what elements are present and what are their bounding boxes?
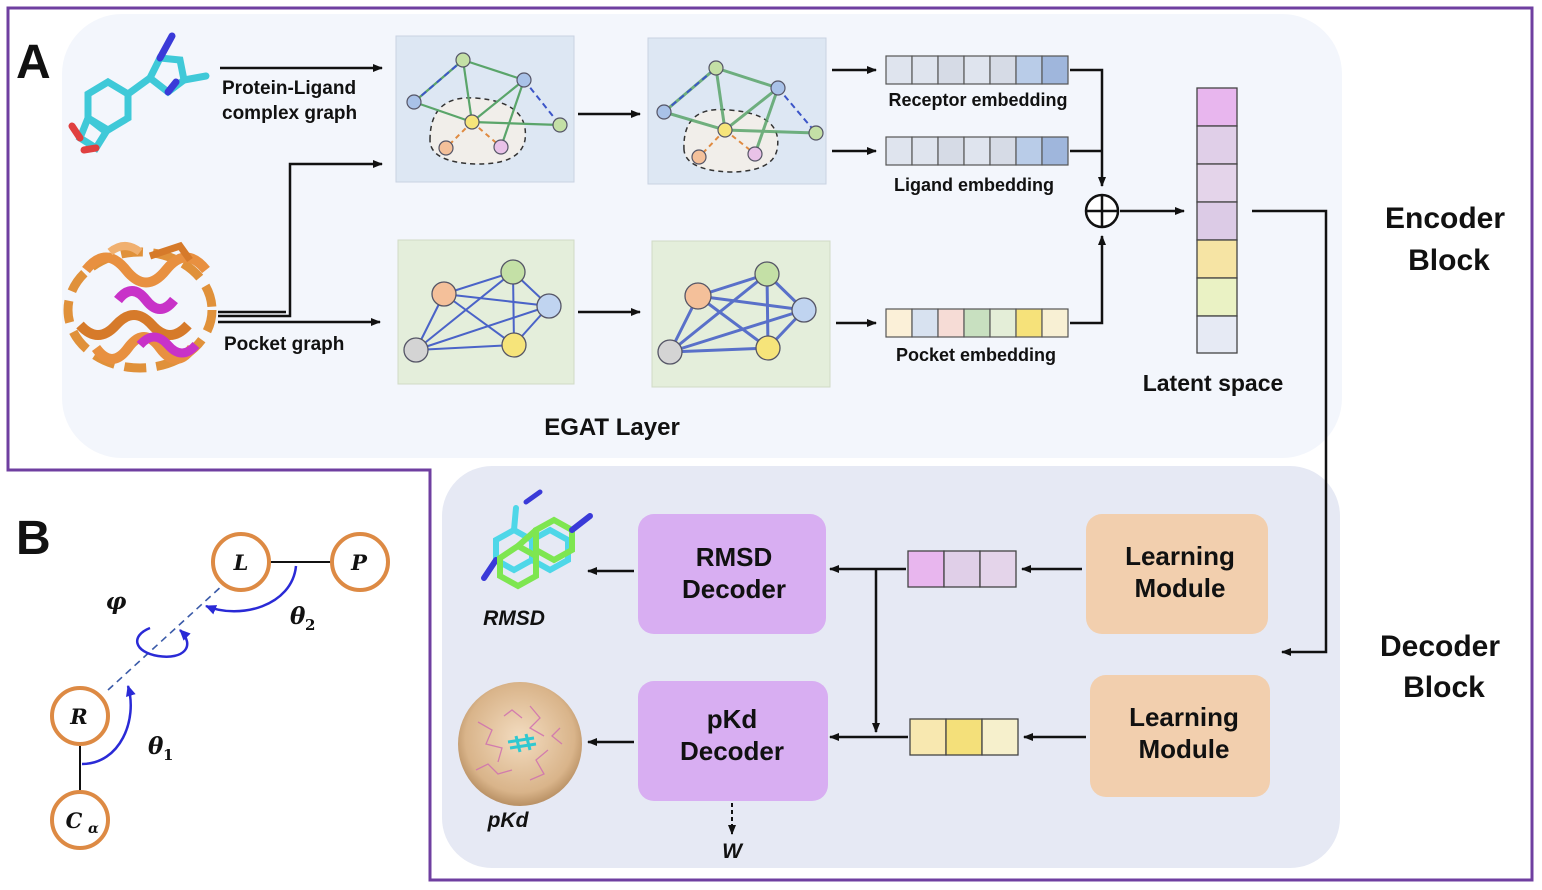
latent-space-vector xyxy=(1196,87,1238,354)
phi-rotation-arc xyxy=(136,626,191,658)
learning-module-top-line2: Module xyxy=(1135,573,1226,603)
panel-a-letter: A xyxy=(16,36,51,89)
learning-module-bottom-line1: Learning xyxy=(1129,702,1239,732)
phi-label: φ xyxy=(106,588,127,615)
encoder-block-label-line2: Block xyxy=(1408,244,1490,277)
learning-module-bottom xyxy=(1090,675,1270,797)
decoder-block-label-line2: Block xyxy=(1403,671,1485,704)
learning-module-bottom-line2: Module xyxy=(1139,734,1230,764)
pocket-graph-input xyxy=(397,239,575,385)
node-R-label: R xyxy=(69,704,87,729)
theta2-label: θ xyxy=(290,603,306,630)
pkd-decoder-line2: Decoder xyxy=(680,736,784,766)
node-L xyxy=(211,532,271,592)
connector-receptor-to-concat xyxy=(1070,68,1106,187)
binding-pocket-icon xyxy=(458,682,582,806)
dashed-axis-R-L xyxy=(107,583,225,691)
node-R xyxy=(50,686,110,746)
pkd-output-label: pKd xyxy=(487,809,530,832)
encoder-background xyxy=(62,14,1342,458)
rmsd-decoder-box xyxy=(638,514,826,634)
rmsd-feature-vector xyxy=(907,550,1017,588)
complex-graph-input xyxy=(395,35,575,183)
complex-graph-label-line1: Protein-Ligand xyxy=(222,78,356,99)
arrow-protein-to-complex xyxy=(218,160,383,318)
pocket-embedding-vector xyxy=(885,308,1069,338)
node-P xyxy=(330,532,390,592)
ligand-molecule-icon xyxy=(68,32,210,154)
learning-module-top xyxy=(1086,514,1268,634)
latent-space-label: Latent space xyxy=(1143,370,1284,396)
rmsd-decoder-line2: Decoder xyxy=(682,574,786,604)
ligand-embedding-label: Ligand embedding xyxy=(894,175,1054,195)
pkd-decoder-box xyxy=(638,681,828,801)
theta1-label: θ xyxy=(148,733,164,760)
w-label: W xyxy=(722,840,744,863)
encoder-block-label-line1: Encoder xyxy=(1385,202,1505,235)
pocket-embedding-label: Pocket embedding xyxy=(896,345,1056,365)
theta2-subscript: 2 xyxy=(305,616,315,634)
superimposed-ligands-icon xyxy=(481,489,593,590)
pocket-graph-output xyxy=(651,240,831,388)
protein-structure-icon xyxy=(63,241,217,373)
theta2-arc xyxy=(205,565,298,615)
arrow-latent-to-decoder xyxy=(1252,209,1328,656)
panel-b-letter: B xyxy=(16,512,51,565)
complex-graph-label-line2: complex graph xyxy=(222,103,357,124)
ligand-embedding-vector xyxy=(885,136,1069,166)
connector-pocket-to-concat xyxy=(1070,235,1106,325)
outer-frame xyxy=(6,6,1534,882)
receptor-embedding-vector xyxy=(885,55,1069,85)
rmsd-output-label: RMSD xyxy=(483,607,545,630)
pkd-feature-vector xyxy=(909,718,1019,756)
node-Ca-subscript: α xyxy=(88,821,99,837)
node-L-label: L xyxy=(233,550,249,575)
concat-operator-icon xyxy=(1084,193,1120,229)
decoder-block-label-line1: Decoder xyxy=(1380,630,1500,663)
pkd-decoder-line1: pKd xyxy=(707,704,758,734)
theta1-subscript: 1 xyxy=(163,746,173,764)
learning-module-top-line1: Learning xyxy=(1125,541,1235,571)
pocket-graph-label: Pocket graph xyxy=(224,334,344,355)
node-P-label: P xyxy=(350,550,368,575)
theta1-arc xyxy=(81,685,136,766)
receptor-embedding-label: Receptor embedding xyxy=(888,90,1067,110)
complex-graph-output xyxy=(647,37,827,185)
node-Ca-label: C xyxy=(66,808,83,833)
node-Ca xyxy=(50,790,110,850)
egat-layer-label: EGAT Layer xyxy=(544,414,680,441)
rmsd-decoder-line1: RMSD xyxy=(696,542,773,572)
